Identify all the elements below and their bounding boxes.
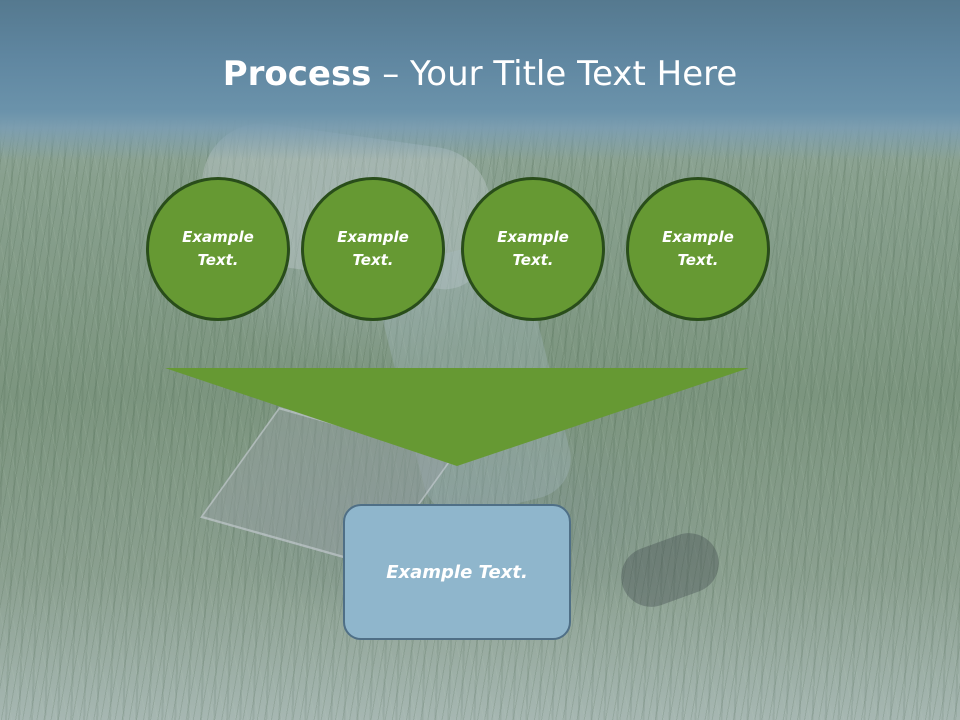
process-step-label: Example Text.: [497, 228, 569, 269]
result-label: Example Text.: [386, 561, 528, 583]
funnel-arrow[interactable]: [165, 368, 749, 466]
result-box[interactable]: Example Text.: [343, 504, 571, 640]
process-step-label: Example Text.: [182, 228, 254, 269]
slide-title-rest: – Your Title Text Here: [371, 54, 738, 94]
funnel-triangle: [165, 368, 749, 466]
title-band: [0, 0, 960, 160]
process-step-3[interactable]: Example Text.: [461, 177, 605, 321]
slide-title-bold: Process: [222, 54, 372, 94]
process-step-label: Example Text.: [662, 228, 734, 269]
slide-title: Process – Your Title Text Here: [0, 52, 960, 96]
process-step-1[interactable]: Example Text.: [146, 177, 290, 321]
process-step-4[interactable]: Example Text.: [626, 177, 770, 321]
process-step-label: Example Text.: [337, 228, 409, 269]
process-step-2[interactable]: Example Text.: [301, 177, 445, 321]
